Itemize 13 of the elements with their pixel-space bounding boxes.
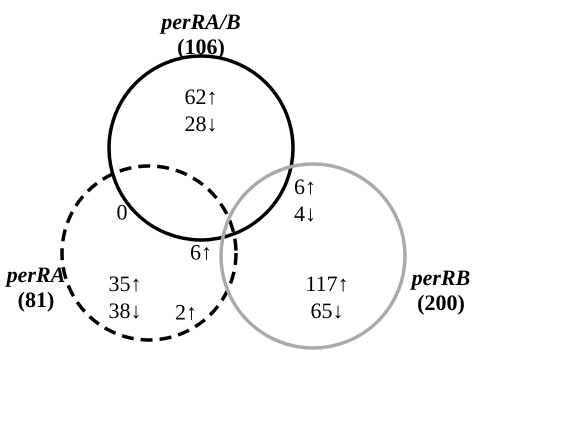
gene-count: (200) [417,290,465,316]
region-count: 6↑ 4↓ [293,173,317,227]
gene-count: (81) [18,287,54,313]
region-count: 6↑ [189,238,213,266]
region-count: 0 [116,198,128,226]
set-name: perRA [6,262,66,288]
region-count: 2↑ [174,298,198,326]
region-count: 35↑ 38↓ [108,270,142,324]
region-count: 62↑ 28↓ [184,83,218,137]
region-count: 117↑ 65↓ [304,270,350,324]
set-name: perRA/B [161,9,241,35]
gene-count: (106) [177,34,225,60]
set-name: perRB [412,265,470,291]
